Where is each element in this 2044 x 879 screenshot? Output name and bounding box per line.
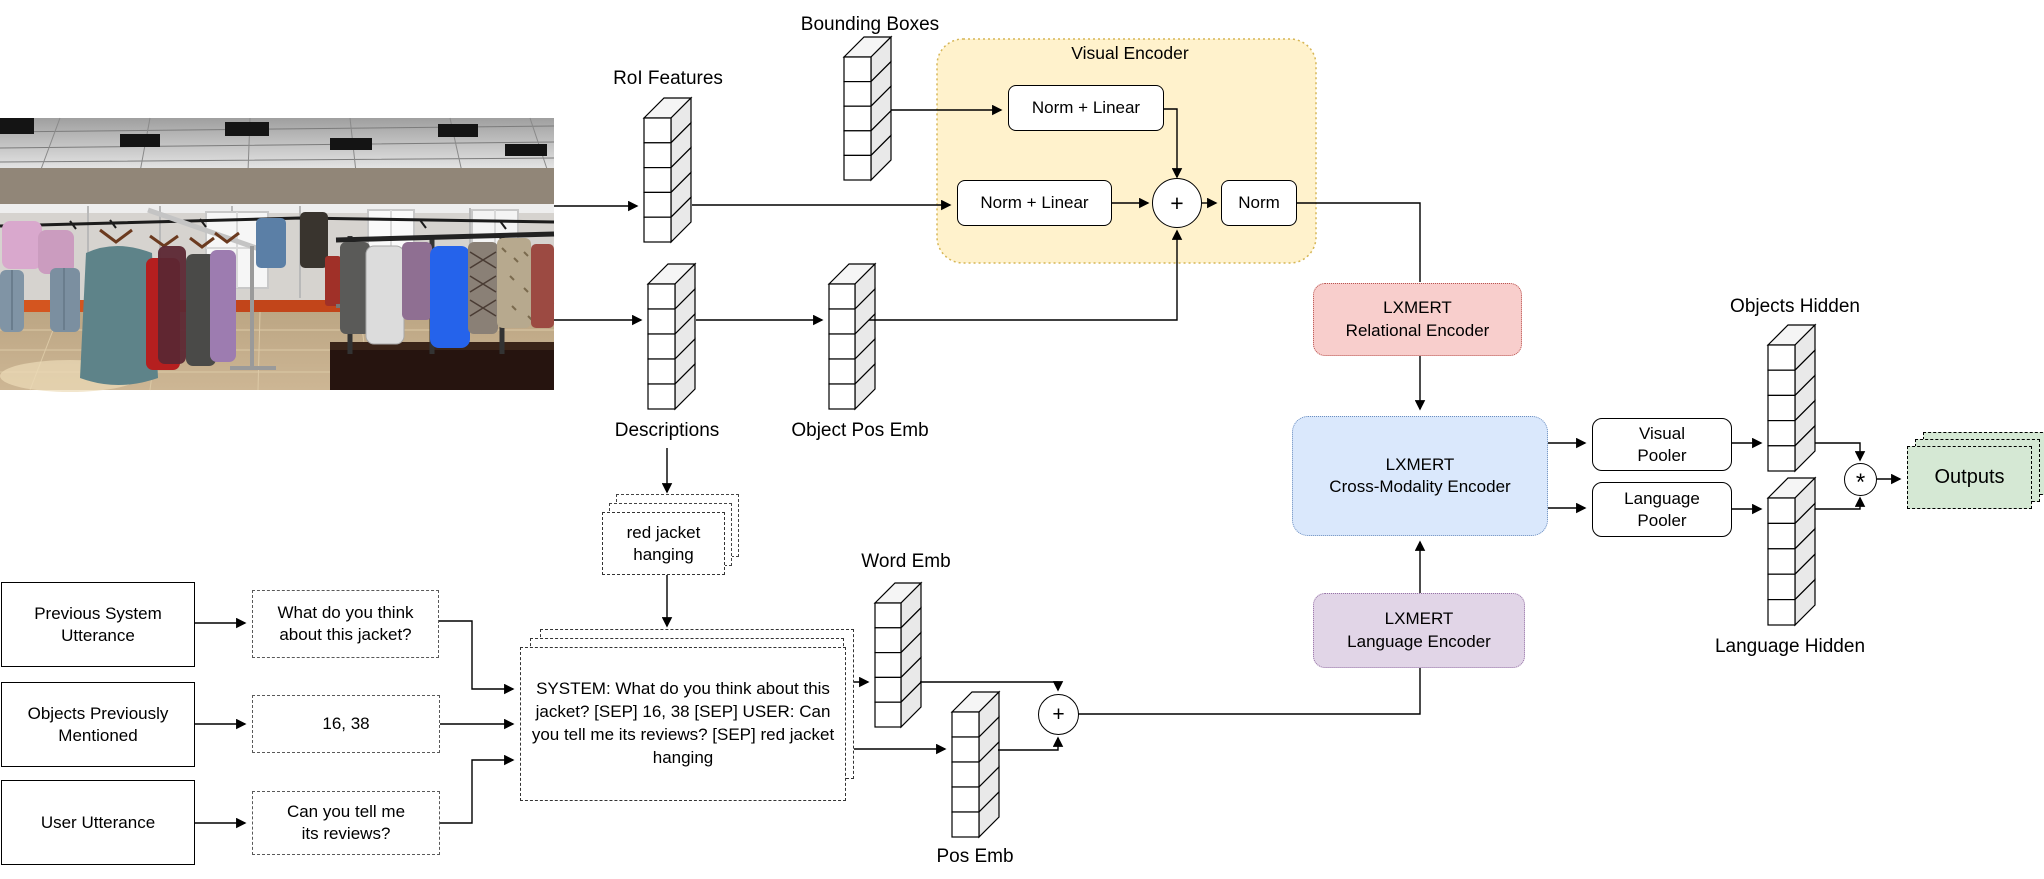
- roi-features-label: RoI Features: [613, 68, 723, 89]
- combined-sequence-box: SYSTEM: What do you think about this jac…: [520, 647, 846, 801]
- language-pooler-box: Language Pooler: [1592, 482, 1732, 537]
- outputs-stack: Outputs: [1907, 432, 2044, 509]
- descriptions-stack: [646, 262, 697, 411]
- bounding-boxes-label: Bounding Boxes: [800, 14, 940, 35]
- description-value-box: red jacket hanging: [602, 512, 725, 575]
- lxmert-language-encoder: LXMERT Language Encoder: [1313, 593, 1525, 668]
- visual-add-icon: +: [1152, 178, 1202, 228]
- norm-box: Norm: [1221, 180, 1297, 226]
- roi-features-stack: [642, 96, 693, 244]
- previous-system-utterance-box: Previous System Utterance: [1, 582, 195, 667]
- norm-linear-box-bottom: Norm + Linear: [957, 180, 1112, 226]
- language-hidden-stack: [1766, 476, 1817, 627]
- norm-linear-box-top: Norm + Linear: [1008, 85, 1164, 131]
- object-pos-emb-stack: [827, 262, 877, 411]
- feature-stacks: [642, 35, 1817, 839]
- word-emb-label: Word Emb: [861, 551, 951, 572]
- outputs-box: Outputs: [1907, 446, 2032, 509]
- word-emb-stack: [873, 581, 923, 729]
- language-hidden-label: Language Hidden: [1714, 636, 1866, 657]
- descriptions-label: Descriptions: [614, 420, 720, 441]
- objects-previously-mentioned-box: Objects Previously Mentioned: [1, 682, 195, 767]
- previous-utterance-value-box: What do you think about this jacket?: [252, 590, 439, 658]
- lxmert-cross-modality-encoder: LXMERT Cross-Modality Encoder: [1292, 416, 1548, 536]
- combined-sequence-stack: SYSTEM: What do you think about this jac…: [520, 629, 854, 801]
- user-utterance-box: User Utterance: [1, 780, 195, 865]
- pos-emb-label: Pos Emb: [936, 846, 1014, 867]
- lxmert-relational-encoder: LXMERT Relational Encoder: [1313, 283, 1522, 356]
- objects-mentioned-value-box: 16, 38: [252, 695, 440, 753]
- store-scene-image: [0, 117, 555, 392]
- visual-encoder-region: [936, 38, 1317, 264]
- description-value-stack: red jacket hanging: [602, 494, 739, 575]
- bounding-boxes-stack: [842, 35, 893, 182]
- pos-emb-stack: [950, 690, 1001, 839]
- text-add-icon: +: [1038, 694, 1079, 735]
- visual-encoder-title: Visual Encoder: [1071, 43, 1189, 63]
- multiply-icon: *: [1844, 463, 1877, 496]
- objects-hidden-label: Objects Hidden: [1730, 296, 1860, 317]
- objects-hidden-stack: [1766, 323, 1817, 473]
- user-utterance-value-box: Can you tell me its reviews?: [252, 791, 440, 855]
- object-pos-emb-label: Object Pos Emb: [791, 420, 929, 441]
- visual-pooler-box: Visual Pooler: [1592, 418, 1732, 471]
